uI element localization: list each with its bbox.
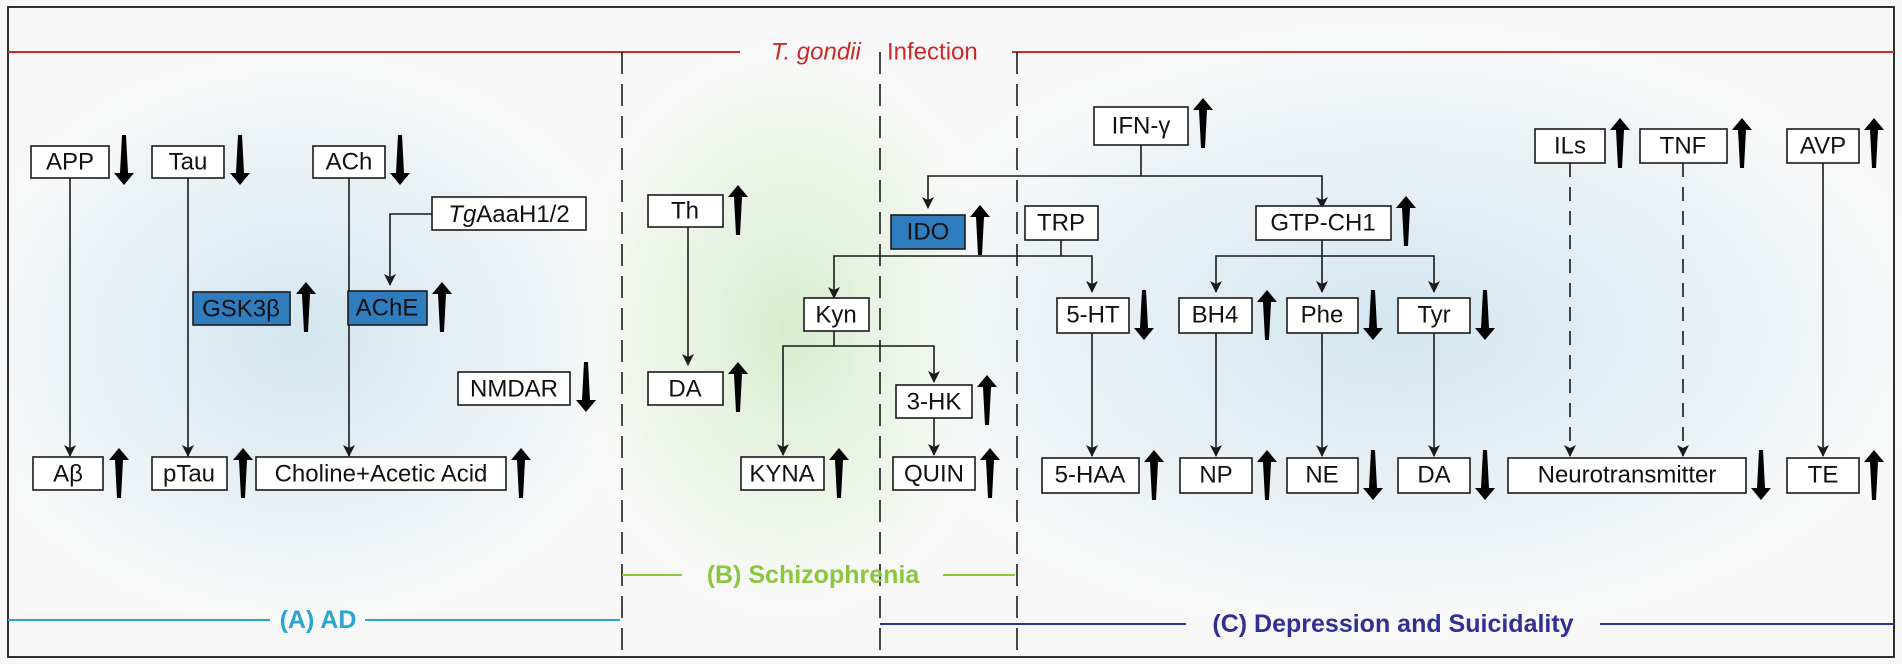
node-tyr: Tyr (1397, 297, 1471, 334)
node-neurotransmitter: Neurotransmitter (1507, 457, 1747, 494)
node-ne-label: NE (1305, 462, 1338, 489)
node-bh4: BH4 (1178, 297, 1253, 334)
node-da-c-label: DA (1417, 462, 1450, 489)
node-abeta-label: Aβ (53, 461, 83, 488)
header-label: Infection (887, 39, 978, 66)
node-kyn: Kyn (803, 297, 870, 332)
node-app-label: APP (46, 149, 94, 176)
node-trp: TRP (1024, 205, 1099, 241)
node-tyr-label: Tyr (1417, 302, 1450, 329)
node-5haa-label: 5-HAA (1055, 462, 1126, 489)
node-gsk3b: GSK3β (192, 291, 291, 326)
node-neurotransmitter-label: Neurotransmitter (1538, 462, 1717, 489)
node-gtpch1: GTP-CH1 (1255, 205, 1392, 241)
edge-trp-kyn (828, 255, 1061, 299)
node-ache: AChE (347, 290, 428, 326)
node-app: APP (30, 145, 110, 179)
edge-kyn-kyna (777, 345, 834, 456)
node-quin-label: QUIN (904, 461, 964, 488)
section-depression-label: (C) Depression and Suicidality (1212, 610, 1573, 638)
node-5haa: 5-HAA (1041, 457, 1140, 494)
node-avp: AVP (1786, 128, 1860, 164)
node-tgaaah: TgAaaH1/2 (431, 196, 587, 231)
node-3hk: 3-HK (895, 384, 973, 419)
node-nmdar: NMDAR (457, 371, 571, 406)
node-kyn-label: Kyn (815, 302, 856, 329)
node-abeta: Aβ (32, 456, 104, 491)
node-ach: ACh (312, 145, 386, 179)
node-np: NP (1179, 457, 1253, 494)
frame (7, 6, 1895, 658)
node-phe-label: Phe (1301, 302, 1344, 329)
node-choline: Choline+Acetic Acid (255, 456, 507, 491)
edge-ifng-ido (922, 145, 1142, 209)
edge-kyn-3hk (833, 331, 940, 383)
node-ils: ILs (1534, 128, 1606, 164)
node-5ht-label: 5-HT (1066, 302, 1120, 329)
node-tau: Tau (151, 145, 225, 179)
node-tau-label: Tau (169, 149, 208, 176)
node-ne: NE (1286, 457, 1359, 494)
edge-trp-5ht (1060, 240, 1098, 293)
node-avp-label: AVP (1800, 133, 1846, 160)
node-3hk-label: 3-HK (907, 389, 962, 416)
node-ils-label: ILs (1554, 133, 1586, 160)
node-th: Th (647, 194, 724, 228)
node-gtpch1-label: GTP-CH1 (1270, 210, 1375, 237)
node-nmdar-label: NMDAR (470, 376, 558, 403)
node-5ht: 5-HT (1056, 297, 1130, 334)
node-gsk3b-label: GSK3β (202, 296, 280, 323)
node-trp-label: TRP (1037, 210, 1085, 237)
node-choline-label: Choline+Acetic Acid (275, 461, 488, 488)
section-schizophrenia-label: (B) Schizophrenia (707, 561, 921, 589)
edge-tgaaah-ache (384, 213, 432, 286)
node-tgaaah-label: TgAaaH1/2 (448, 201, 569, 228)
node-da-b: DA (647, 371, 724, 406)
node-ache-label: AChE (356, 295, 419, 322)
node-kyna-label: KYNA (749, 461, 814, 488)
node-da-b-label: DA (668, 376, 701, 403)
section-ad-label: (A) AD (280, 606, 357, 634)
node-kyna: KYNA (740, 456, 825, 491)
edge-gtpch1-tyr (1322, 255, 1440, 293)
node-ptau: pTau (151, 456, 228, 491)
node-quin: QUIN (892, 456, 976, 491)
node-phe: Phe (1286, 297, 1359, 334)
node-da-c: DA (1397, 457, 1471, 494)
node-ifng: IFN-γ (1093, 106, 1189, 146)
node-ido-label: IDO (907, 219, 950, 246)
node-ach-label: ACh (326, 149, 373, 176)
node-tnf-label: TNF (1660, 133, 1707, 160)
header-organism: T. gondii (771, 39, 862, 66)
node-te: TE (1786, 457, 1860, 494)
node-tnf: TNF (1639, 128, 1728, 164)
edge-ifng-gtpch1 (1141, 175, 1328, 209)
node-te-label: TE (1808, 462, 1839, 489)
node-bh4-label: BH4 (1192, 302, 1239, 329)
node-th-label: Th (671, 198, 699, 225)
edge-gtpch1-bh4 (1210, 240, 1323, 293)
node-np-label: NP (1199, 462, 1232, 489)
node-ido: IDO (890, 214, 966, 250)
node-ifng-label: IFN-γ (1112, 113, 1171, 140)
node-ptau-label: pTau (163, 461, 215, 488)
